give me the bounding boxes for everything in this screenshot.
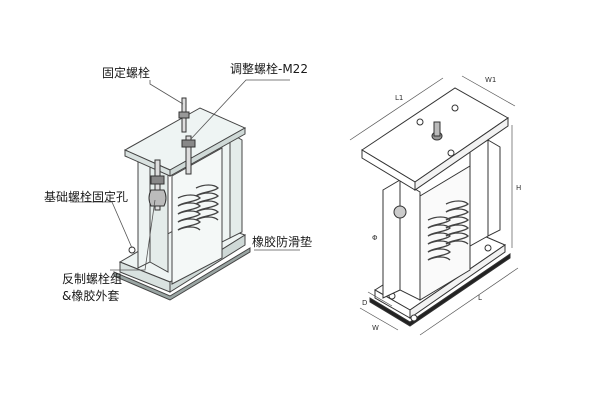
- right-top-hole-1: [416, 118, 424, 126]
- right-right-plate: [469, 139, 489, 247]
- dim-line-depth: [367, 291, 393, 307]
- dim-label-W: W: [372, 324, 379, 332]
- anti-bolt-nut: [150, 175, 165, 185]
- label-rubber-pad: 橡胶防滑垫: [252, 234, 312, 249]
- right-top-hole-3: [451, 104, 459, 112]
- left-bolts: [128, 97, 196, 254]
- right-base-hole-2: [410, 314, 418, 322]
- right-springs: [427, 200, 469, 261]
- dim-line-L: [419, 267, 519, 336]
- left-spring-1: [177, 194, 201, 231]
- dim-line-L1: [349, 77, 444, 141]
- leader-adjusting-bolt: [189, 79, 290, 141]
- label-anti-bolt-line1: 反制螺栓组: [62, 271, 122, 286]
- right-center-bolt: [433, 121, 441, 137]
- dim-label-phi: Φ: [372, 234, 378, 242]
- right-base-hole-3: [484, 244, 492, 252]
- leader-foundation-hole: [70, 201, 133, 249]
- right-top-plate-side: [414, 117, 509, 191]
- leader-fixing-bolt: [149, 80, 184, 105]
- right-left-plate-front: [399, 179, 421, 301]
- right-side-bolt: [393, 205, 407, 219]
- label-foundation-hole: 基础螺栓固定孔: [44, 189, 128, 204]
- dim-label-L: L: [478, 294, 482, 302]
- left-rubber-pad: [113, 247, 251, 301]
- dim-line-W1: [461, 75, 516, 107]
- left-leaders: [70, 79, 300, 271]
- right-rubber-pad: [369, 253, 511, 327]
- dim-line-W: [359, 307, 399, 331]
- right-top-hole-2: [447, 149, 455, 157]
- left-springs: [177, 184, 219, 231]
- adjusting-bolt-nut: [181, 139, 196, 148]
- label-anti-bolt-line2: &橡胶外套: [62, 288, 119, 303]
- right-spring-2: [445, 200, 469, 245]
- right-dimension-lines: [349, 75, 519, 336]
- right-right-plate-front: [487, 139, 501, 237]
- dim-label-L1: L1: [395, 94, 403, 102]
- left-right-plate-front: [229, 132, 243, 239]
- fixing-bolt-nut: [178, 111, 190, 119]
- dim-label-depth: D: [362, 299, 367, 307]
- right-base-side: [409, 244, 506, 319]
- dim-label-W1: W1: [485, 76, 496, 84]
- adjusting-bolt-shaft: [185, 135, 192, 175]
- right-spring-1: [427, 216, 451, 261]
- dim-label-H: H: [516, 184, 521, 192]
- label-adjusting-bolt: 调整螺栓-M22: [230, 61, 308, 76]
- left-spring-2: [195, 184, 219, 221]
- right-isolator: [361, 87, 511, 327]
- anti-bolt-rubber: [148, 189, 167, 207]
- left-side-plate: [137, 152, 151, 269]
- right-left-plate: [382, 179, 401, 299]
- label-fixing-bolt: 固定螺栓: [102, 65, 150, 80]
- leader-anti-bolt: [110, 199, 156, 271]
- anti-bolt-shaft: [154, 159, 161, 211]
